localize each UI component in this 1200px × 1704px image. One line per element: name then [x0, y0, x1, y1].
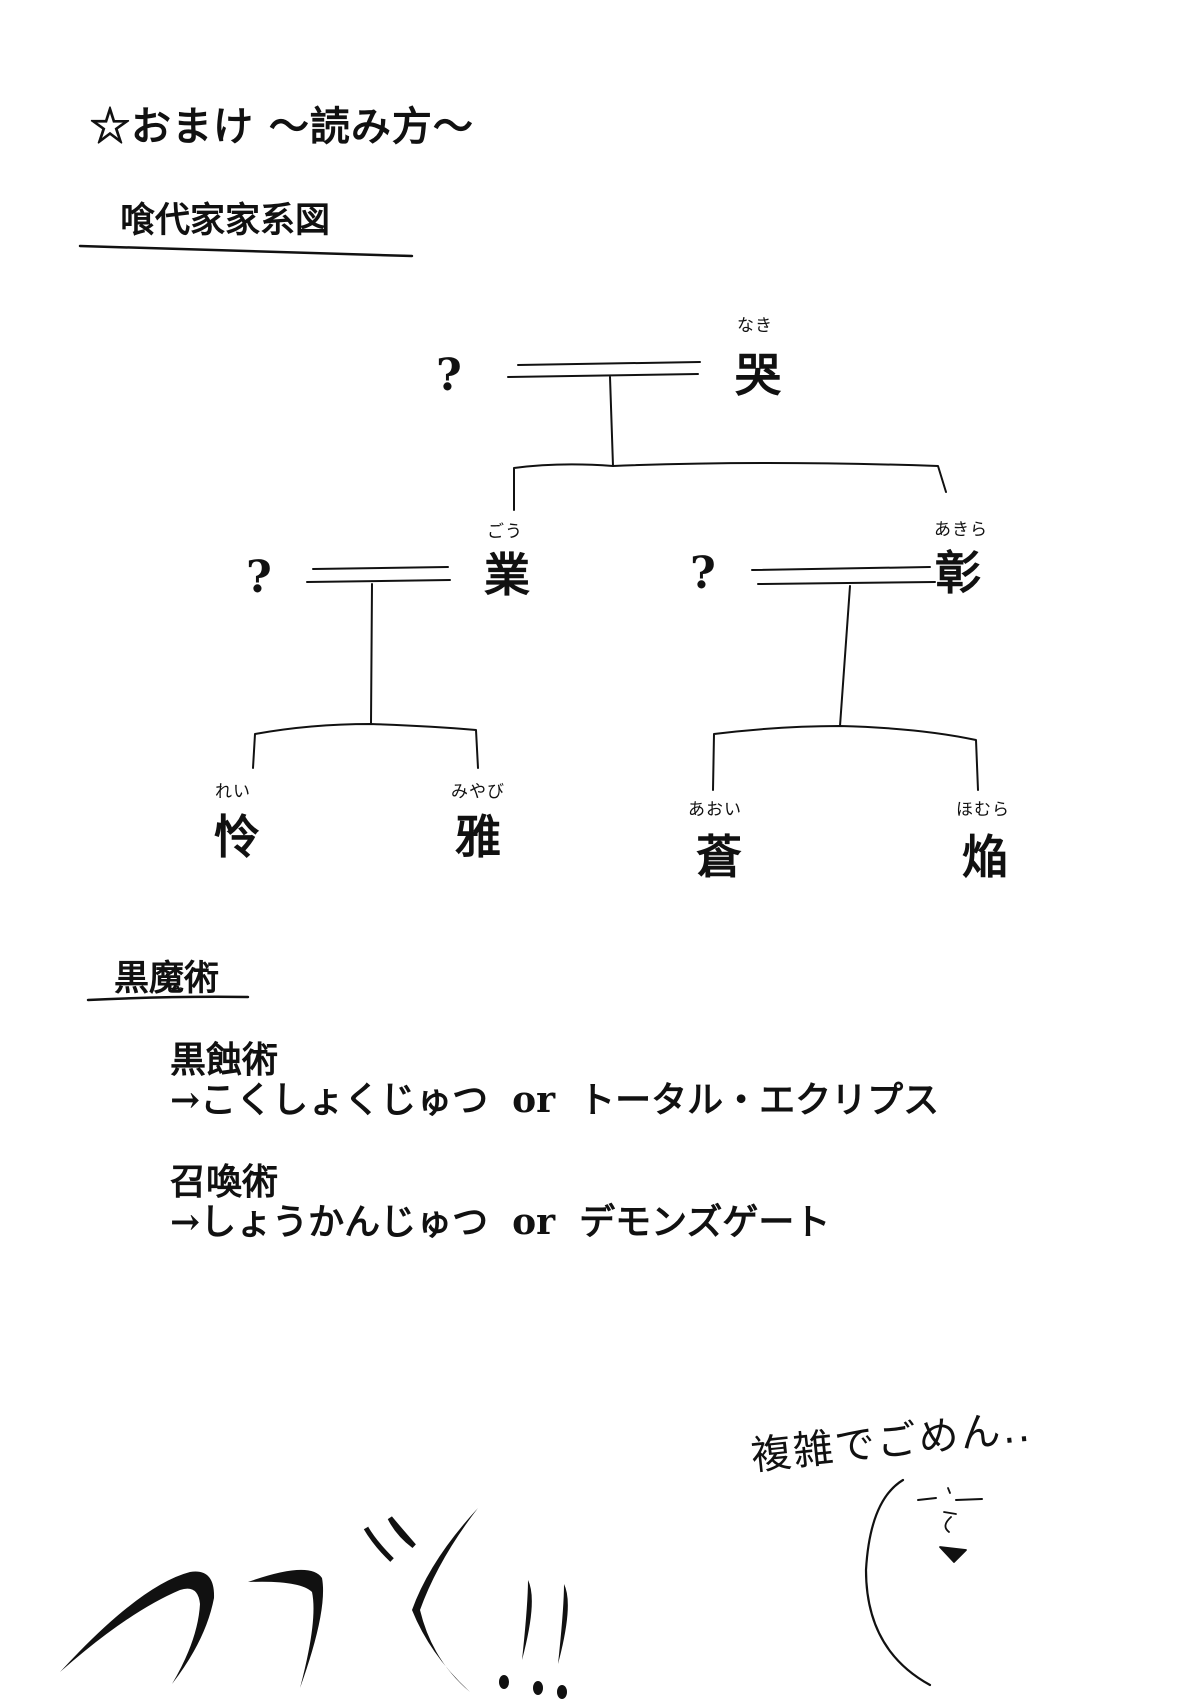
unknown-spouse-top: ?	[436, 350, 462, 401]
tsuzuku-brush-lettering	[60, 1508, 568, 1699]
reading-homura: ほむら	[956, 800, 1010, 820]
member-rei: 怜	[214, 810, 260, 864]
magic-term-1: 黒蝕術	[170, 1039, 279, 1081]
reading-aoi: あおい	[688, 800, 742, 820]
doodle-face-mouth	[939, 1546, 967, 1563]
magic-reading-line-2: →しょうかんじゅつ or デモンズゲート	[170, 1202, 830, 1242]
member-homura: 焔	[962, 830, 1008, 884]
magic-or-2: or	[512, 1201, 556, 1243]
doodle-face-brow-right	[955, 1498, 983, 1501]
doodle-face-eye	[943, 1487, 957, 1515]
marriage-line-left-1	[312, 566, 449, 570]
sibling-line-right	[712, 725, 979, 791]
reading-miyabi: みやび	[451, 782, 505, 802]
magic-reading-2: →しょうかんじゅつ	[170, 1201, 489, 1243]
magic-reading-1: →こくしょくじゅつ	[170, 1079, 489, 1121]
marriage-line-left-2	[306, 579, 451, 583]
reading-gou: ごう	[487, 522, 523, 542]
member-miyabi: 雅	[455, 810, 501, 864]
descent-line-top	[609, 376, 614, 467]
reading-akira: あきら	[934, 520, 988, 540]
family-title-underline	[78, 244, 414, 258]
magic-section-title: 黒魔術	[114, 958, 220, 999]
magic-reading-line-1: →こくしょくじゅつ or トータル・エクリプス	[170, 1080, 939, 1120]
marriage-line-top-1	[517, 361, 701, 366]
magic-alt-2: デモンズゲート	[579, 1201, 831, 1243]
reading-naki: なき	[737, 316, 773, 336]
reading-rei: れい	[215, 782, 251, 802]
sibling-line-top	[513, 462, 947, 511]
page-title: ☆おまけ 〜読み方〜	[90, 103, 474, 150]
descent-line-right	[839, 585, 851, 727]
family-tree-title: 喰代家家系図	[120, 200, 331, 241]
doodle-face-brow-left	[917, 1497, 937, 1501]
descent-line-left	[370, 583, 373, 725]
member-akira: 彰	[935, 546, 981, 600]
member-gou: 業	[484, 548, 530, 602]
magic-title-underline	[86, 995, 250, 1002]
member-aoi: 蒼	[696, 830, 742, 884]
magic-entry-1: 黒蝕術 →こくしょくじゅつ or トータル・エクリプス	[170, 1040, 939, 1120]
magic-term-2: 召喚術	[170, 1161, 279, 1203]
magic-alt-1: トータル・エクリプス	[579, 1079, 940, 1121]
member-naki: 哭	[735, 348, 781, 402]
marriage-line-right-1	[751, 566, 931, 571]
marriage-line-top-2	[507, 373, 699, 378]
marriage-line-right-2	[757, 581, 936, 585]
unknown-spouse-left: ?	[246, 552, 272, 603]
doodle-face-outline	[864, 1478, 932, 1687]
doodle-face-nose	[944, 1516, 952, 1533]
sibling-line-left	[252, 723, 479, 769]
unknown-spouse-right: ?	[690, 548, 716, 599]
magic-or-1: or	[512, 1079, 556, 1121]
magic-entry-2: 召喚術 →しょうかんじゅつ or デモンズゲート	[170, 1162, 830, 1242]
